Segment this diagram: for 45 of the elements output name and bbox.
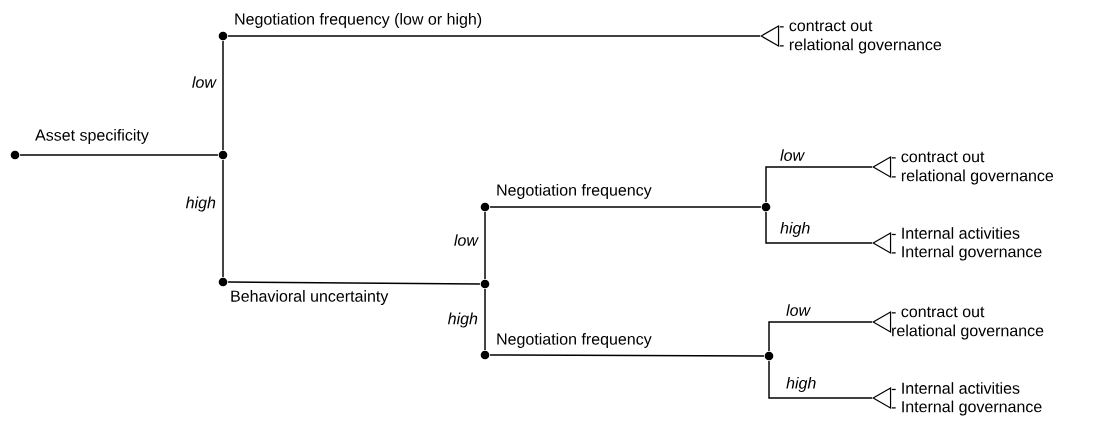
edge-label: Negotiation frequency (low or high) bbox=[232, 11, 484, 30]
branch-point bbox=[480, 350, 490, 360]
outcome-text: - Internal activities bbox=[891, 382, 1020, 394]
branch-line bbox=[768, 360, 873, 399]
edge-label: low bbox=[784, 302, 812, 318]
outcome-text: relational governance bbox=[892, 324, 1044, 340]
branch-line bbox=[222, 159, 224, 278]
outcome-text: - Internal activities bbox=[891, 227, 1020, 239]
outcome-text: - contract out bbox=[891, 151, 985, 163]
branch-line bbox=[484, 211, 486, 280]
branch-point bbox=[10, 150, 20, 160]
edge-label: high bbox=[784, 375, 818, 394]
branch-line bbox=[768, 321, 873, 352]
outcome-text: - Internal governance bbox=[891, 245, 1042, 261]
branch-point bbox=[218, 150, 228, 160]
branch-point bbox=[218, 31, 228, 41]
outcome-text: - contract out bbox=[891, 306, 985, 318]
branch-point bbox=[761, 202, 771, 212]
branch-line bbox=[489, 206, 762, 208]
outcome-text: - relational governance bbox=[891, 169, 1054, 185]
edge-label: high bbox=[446, 311, 480, 329]
branch-point bbox=[218, 277, 228, 287]
branch-line bbox=[227, 35, 761, 37]
branch-line bbox=[489, 354, 765, 357]
outcome-text: - relational governance bbox=[779, 38, 942, 54]
branch-line bbox=[765, 211, 873, 244]
branch-line bbox=[765, 166, 873, 203]
branch-line bbox=[222, 40, 224, 151]
branch-point bbox=[480, 202, 490, 212]
outcome-text: - contract out bbox=[779, 20, 873, 32]
edge-label: Negotiation frequency bbox=[494, 182, 654, 201]
branch-point bbox=[764, 351, 774, 361]
branch-line bbox=[19, 154, 219, 156]
outcome-text: - Internal governance bbox=[891, 400, 1042, 416]
edge-label: low bbox=[778, 147, 806, 163]
branch-point bbox=[480, 279, 490, 289]
branch-line bbox=[227, 281, 481, 285]
edge-label: low bbox=[452, 232, 480, 248]
edge-label: Asset specificity bbox=[33, 127, 151, 146]
edge-label: Behavioral uncertainty bbox=[228, 288, 390, 307]
edge-label: high bbox=[778, 220, 812, 239]
edge-label: Negotiation frequency bbox=[494, 331, 654, 350]
edge-label: high bbox=[184, 195, 218, 213]
branch-line bbox=[484, 288, 486, 351]
edge-label: low bbox=[190, 74, 218, 90]
